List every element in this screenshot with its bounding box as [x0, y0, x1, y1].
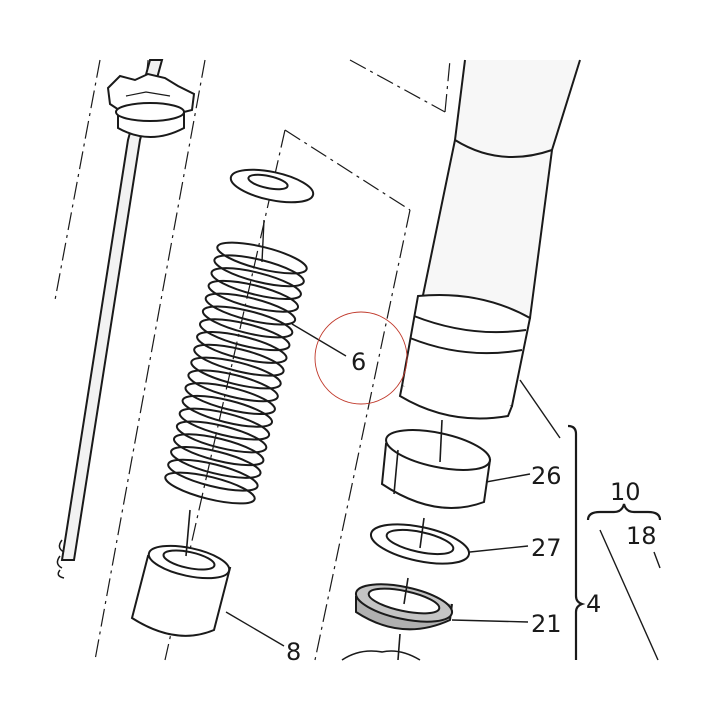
callout-sub: 18 [626, 522, 657, 550]
brackets [567, 424, 662, 660]
leader-tube [519, 379, 561, 439]
fork-tube [398, 59, 581, 420]
highlight-circle [314, 311, 408, 405]
leader-sub [653, 551, 661, 569]
spring-coil [175, 420, 268, 454]
spring-coil [207, 279, 300, 313]
callout-bushing: 26 [531, 462, 562, 490]
spacer-part [130, 509, 232, 637]
spring-coil [187, 369, 279, 403]
spring-coil [181, 394, 274, 428]
seal-part [354, 577, 454, 631]
fork-rod [56, 59, 196, 579]
spring-coil [204, 292, 297, 326]
leader-spacer [225, 611, 285, 647]
spring-coil [184, 382, 276, 416]
leader-bushing [485, 473, 531, 483]
callout-washer: 27 [531, 534, 562, 562]
leader-right-diag [599, 529, 659, 661]
callout-assembly: 4 [586, 590, 601, 618]
fork-rod-thread [56, 539, 65, 579]
spring-coil [172, 433, 265, 467]
spring-coil [190, 356, 282, 390]
spring-coil [216, 241, 308, 275]
spring-coil [210, 267, 302, 301]
callouts: 6 8 26 27 21 4 10 18 [286, 348, 657, 666]
castle-nut [106, 72, 196, 138]
center-line-top [349, 59, 446, 113]
spring-coil [178, 407, 271, 441]
spring-coils [164, 219, 308, 505]
assembly-brace [567, 424, 586, 660]
spring-coil [193, 343, 285, 377]
spring-coil [167, 458, 259, 492]
center-line-left-outer [54, 59, 101, 301]
leader-seal [451, 619, 529, 623]
center-line-left-a [94, 59, 206, 661]
partial-part-bottom [341, 633, 421, 661]
spring-coil [164, 471, 256, 505]
washer-part [369, 517, 471, 565]
spring-coil [170, 445, 262, 479]
callout-spacer: 8 [286, 638, 301, 666]
spring-coil [201, 305, 294, 339]
spring-coil [198, 318, 291, 352]
center-line-top-b [444, 59, 451, 113]
leader-washer [469, 545, 529, 553]
group-brace [586, 503, 662, 521]
spring-axis-mark [261, 219, 265, 263]
center-line-mid-down [314, 209, 411, 661]
callout-spring: 6 [351, 348, 366, 376]
top-washer [229, 168, 315, 204]
center-line-mid-top [284, 129, 411, 211]
callout-group: 10 [610, 478, 641, 506]
spring-coil [196, 330, 288, 364]
fork-rod-body [60, 59, 164, 561]
bushing-part [380, 419, 492, 509]
callout-seal: 21 [531, 610, 562, 638]
